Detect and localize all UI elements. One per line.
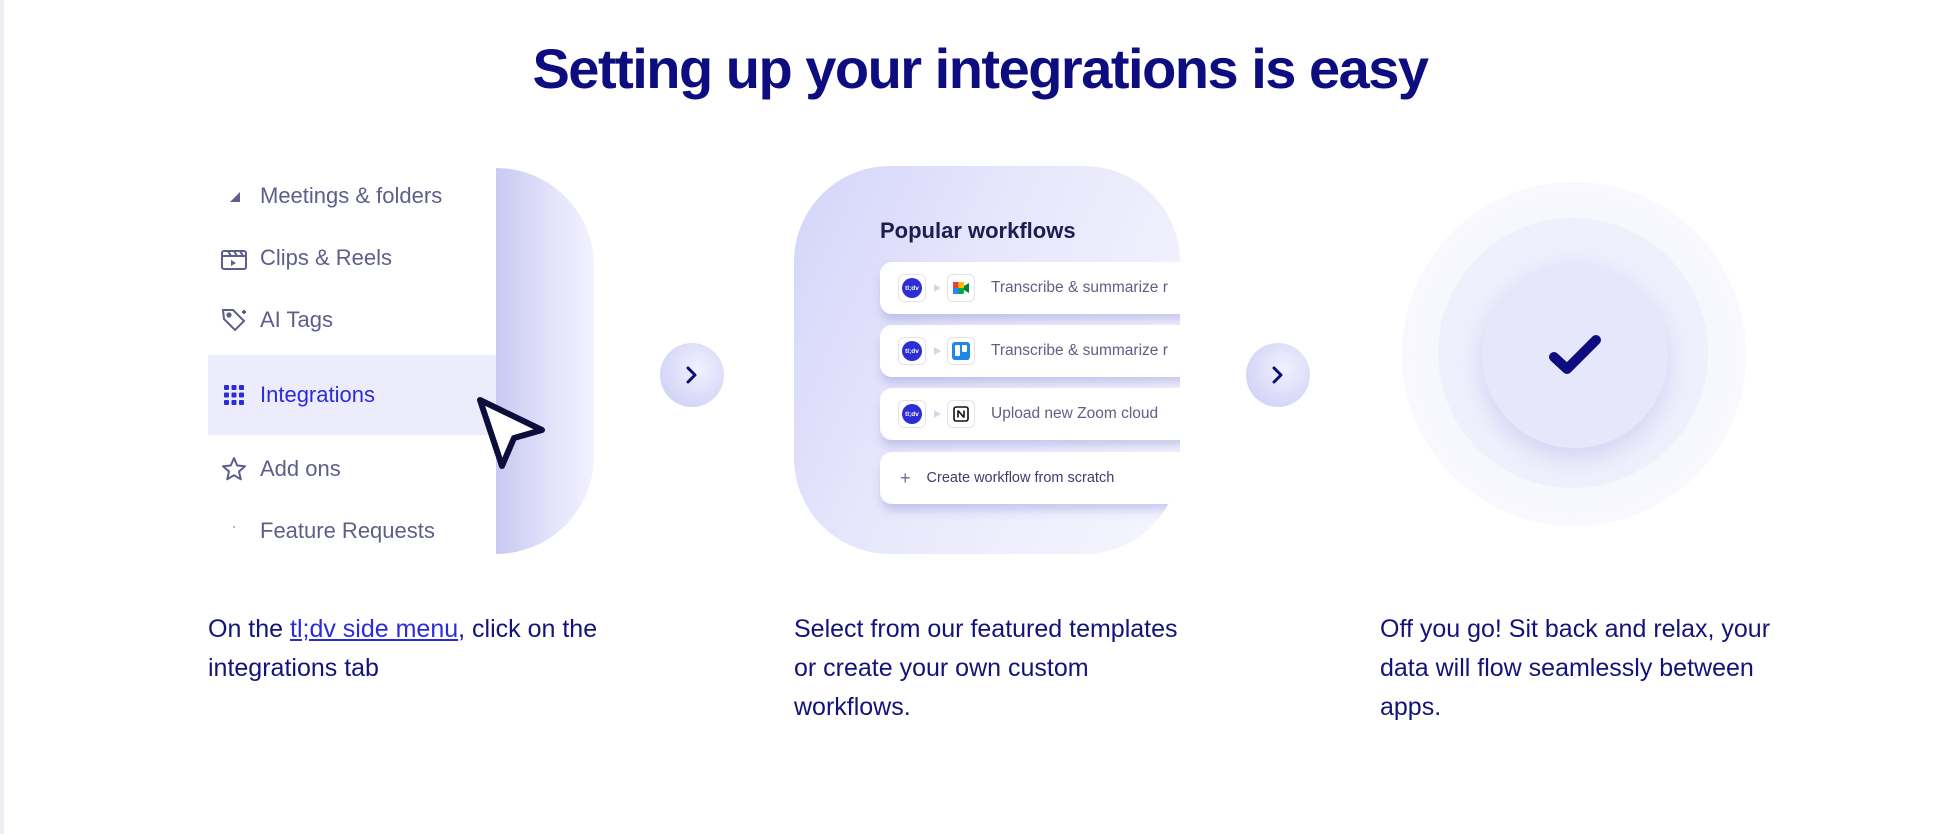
star-icon <box>218 453 250 485</box>
menu-item-label: Integrations <box>260 382 375 407</box>
next-step-arrow-2 <box>1246 343 1310 407</box>
menu-item-label: AI Tags <box>260 307 333 332</box>
tag-sparkle-icon <box>218 304 250 336</box>
menu-item-ai-tags[interactable]: AI Tags <box>208 290 496 350</box>
workflows-title: Popular workflows <box>880 218 1076 243</box>
step-3-caption: Off you go! Sit back and relax, your dat… <box>1380 615 1771 721</box>
workflow-row[interactable]: tl;dv Transcribe & summarize r <box>880 325 1180 377</box>
create-workflow-button[interactable]: + Create workflow from scratch <box>880 452 1180 504</box>
section-heading: Setting up your integrations is easy <box>532 37 1429 100</box>
page-left-edge <box>0 0 4 834</box>
plus-icon: + <box>900 467 911 488</box>
menu-item-label: Add ons <box>260 456 341 481</box>
lightbulb-icon <box>218 515 250 547</box>
grid-icon <box>218 379 250 411</box>
side-menu-illustration: Meetings & folders Clips & Reels AI Tags… <box>208 166 594 554</box>
menu-item-integrations[interactable]: Integrations <box>208 355 496 435</box>
workflow-label: Transcribe & summarize r <box>991 279 1168 296</box>
arrow-connector-icon <box>934 284 941 292</box>
notion-icon <box>947 400 975 428</box>
tldv-source-label: tl;dv <box>902 341 922 361</box>
side-menu-link[interactable]: tl;dv side menu <box>290 615 459 643</box>
checkmark-icon <box>1549 335 1601 374</box>
menu-item-label: Meetings & folders <box>260 183 443 208</box>
success-badge <box>1482 262 1668 448</box>
tldv-logo-icon: tl;dv <box>898 337 926 365</box>
trello-icon <box>947 337 975 365</box>
workflows-illustration: Popular workflows tl;dv Transcribe & sum… <box>794 166 1180 554</box>
step-1-text-after: , click on the integrations tab <box>208 615 598 682</box>
step-1-text-before: On the <box>208 615 290 643</box>
workflow-label: Upload new Zoom cloud <box>991 405 1159 422</box>
mouse-cursor-icon <box>477 397 545 469</box>
menu-item-feature-requests[interactable]: Feature Requests <box>208 501 496 561</box>
tldv-logo-icon: tl;dv <box>898 400 926 428</box>
arrow-connector-icon <box>934 347 941 355</box>
folder-icon <box>218 180 250 212</box>
chevron-right-icon <box>1272 366 1283 384</box>
menu-item-label: Clips & Reels <box>260 245 393 270</box>
google-meet-icon <box>947 274 975 302</box>
tldv-logo-icon: tl;dv <box>898 274 926 302</box>
menu-item-label: Feature Requests <box>260 518 435 543</box>
menu-item-add-ons[interactable]: Add ons <box>208 439 496 499</box>
menu-pill-background <box>496 168 594 554</box>
next-step-arrow-1 <box>660 343 724 407</box>
clapperboard-icon <box>218 242 250 274</box>
menu-item-clips[interactable]: Clips & Reels <box>208 228 496 288</box>
tldv-source-label: tl;dv <box>902 278 922 298</box>
menu-item-meetings[interactable]: Meetings & folders <box>208 166 496 226</box>
chevron-right-icon <box>686 366 697 384</box>
workflow-row[interactable]: tl;dv Transcribe & summarize r <box>880 262 1180 314</box>
tldv-source-label: tl;dv <box>902 404 922 424</box>
create-workflow-label: Create workflow from scratch <box>926 470 1115 486</box>
step-2-caption: Select from our featured templates or cr… <box>794 615 1178 721</box>
workflow-row[interactable]: tl;dv Upload new Zoom cloud <box>880 388 1180 440</box>
arrow-connector-icon <box>934 410 941 418</box>
workflow-label: Transcribe & summarize r <box>991 342 1168 359</box>
step-1-caption: On the tl;dv side menu, click on the int… <box>208 610 608 688</box>
workflows-clip: Popular workflows tl;dv Transcribe & sum… <box>794 166 1180 554</box>
